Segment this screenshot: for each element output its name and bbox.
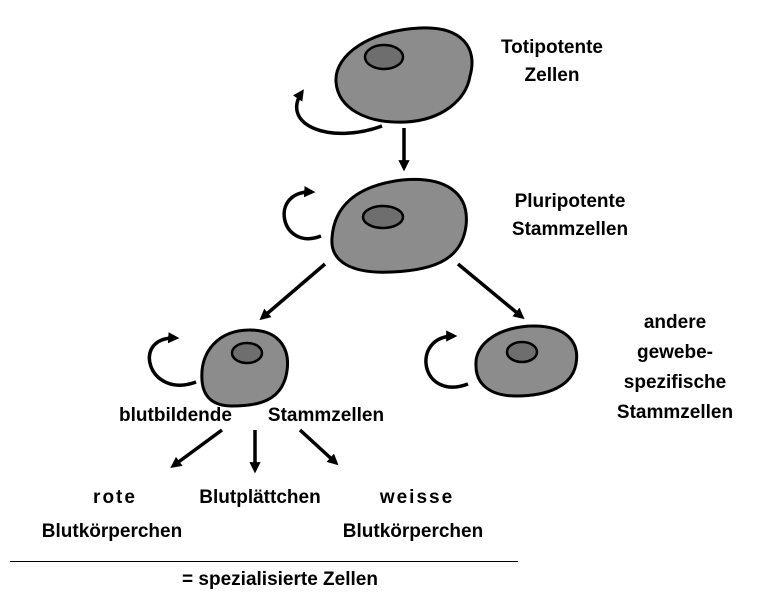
red-cells-label-line2: Blutkörperchen — [18, 518, 206, 546]
label-line: Zellen — [482, 62, 622, 90]
arrow-to-blood-stem — [262, 264, 325, 318]
divider-line — [10, 561, 518, 562]
totipotent-label: Totipotente Zellen — [482, 34, 622, 90]
label-line: Pluripotente — [494, 188, 646, 216]
label-line: Stammzellen — [600, 398, 750, 428]
self-renewal-arrow — [426, 336, 468, 387]
self-renewal-arrow — [149, 338, 196, 385]
cell-body — [336, 28, 472, 122]
cell-body — [202, 330, 288, 406]
pluripotent-label: Pluripotente Stammzellen — [494, 188, 646, 244]
arrow-to-white-cells — [300, 430, 336, 463]
cell-nucleus — [365, 45, 403, 69]
blood-stem-cell — [202, 330, 288, 406]
label-line: andere — [600, 308, 750, 338]
label-line: spezifische — [600, 368, 750, 398]
white-cells-label-line2: Blutkörperchen — [320, 518, 506, 546]
cell-body — [332, 179, 467, 272]
specialized-cells-caption: = spezialisierte Zellen — [150, 566, 410, 594]
blood-stem-label-word2: Stammzellen — [256, 402, 396, 430]
cell-nucleus — [507, 342, 537, 362]
label-line: gewebe- — [600, 338, 750, 368]
red-cells-label-line1: rote — [68, 484, 162, 512]
totipotent-cell — [336, 28, 472, 122]
arrow-to-red-cells — [173, 430, 222, 466]
other-stem-label: andere gewebe- spezifische Stammzellen — [600, 308, 750, 428]
label-line: Totipotente — [482, 34, 622, 62]
white-cells-label-line1: weisse — [362, 484, 472, 512]
label-line: Stammzellen — [494, 216, 646, 244]
self-renewal-arrow — [284, 192, 321, 239]
blood-stem-label-word1: blutbildende — [98, 402, 253, 430]
cell-nucleus — [363, 206, 403, 228]
platelets-label: Blutplättchen — [184, 484, 336, 512]
arrow-to-other-stem — [458, 264, 522, 317]
cell-nucleus — [232, 343, 262, 363]
pluripotent-cell — [332, 179, 467, 272]
other-stem-cell — [476, 326, 577, 396]
